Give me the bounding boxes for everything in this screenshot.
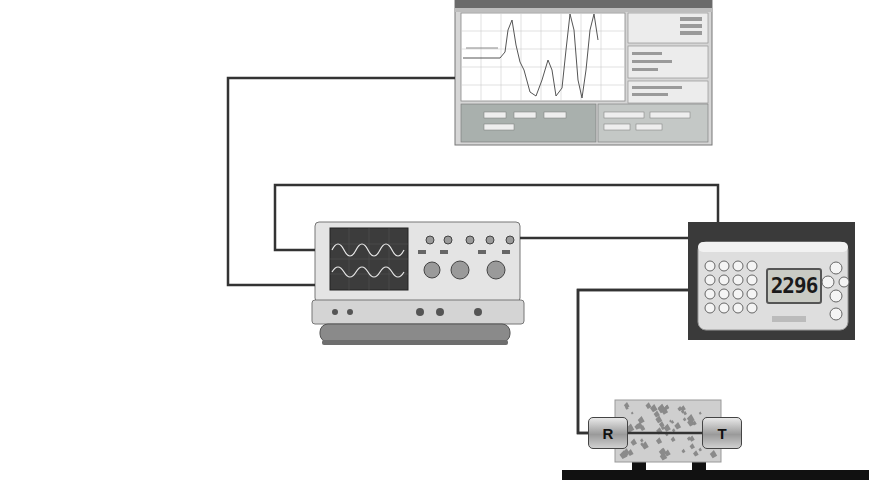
aggregate-speck [656,437,662,444]
aggregate-speck [625,406,629,410]
transducer-label: R [603,425,614,442]
signal-cable [578,290,702,433]
lcd-display: 2296 [766,268,822,304]
transducer: R [588,417,628,449]
aggregate-speck [693,450,699,456]
aggregate-speck [665,404,669,409]
aggregate-speck [659,421,665,427]
aggregate-speck [710,450,717,458]
software-screenshot [455,0,712,145]
aggregate-speck [650,404,657,412]
aggregate-speck [671,437,676,442]
aggregate-speck [672,428,676,432]
aggregate-speck [659,448,666,455]
oscilloscope [312,222,524,345]
transducer-label: T [717,425,726,442]
transducer: T [702,417,742,449]
aggregate-speck [687,418,695,427]
pulse-velocity-tester: 2296 [688,222,855,340]
aggregate-speck [631,439,637,446]
aggregate-speck [683,417,687,421]
aggregate-speck [698,448,701,452]
aggregate-speck [627,449,633,456]
aggregate-speck [690,443,695,449]
aggregate-speck [658,404,666,413]
aggregate-speck [664,424,671,432]
aggregate-speck [638,416,645,424]
aggregate-speck [682,449,686,453]
aggregate-speck [669,419,672,422]
aggregate-speck [641,441,648,449]
aggregate-speck [654,410,660,417]
concrete-specimen [562,400,869,480]
cable [228,78,718,285]
aggregate-speck [683,411,687,415]
aggregate-speck [645,402,651,409]
aggregate-speck [677,406,682,411]
aggregate-speck [699,411,702,414]
aggregate-speck [631,411,634,414]
aggregate-speck [640,438,644,442]
display-reading: 2296 [771,274,818,298]
aggregate-speck [674,422,681,430]
aggregate-speck [687,436,691,441]
signal-cable [578,290,688,433]
